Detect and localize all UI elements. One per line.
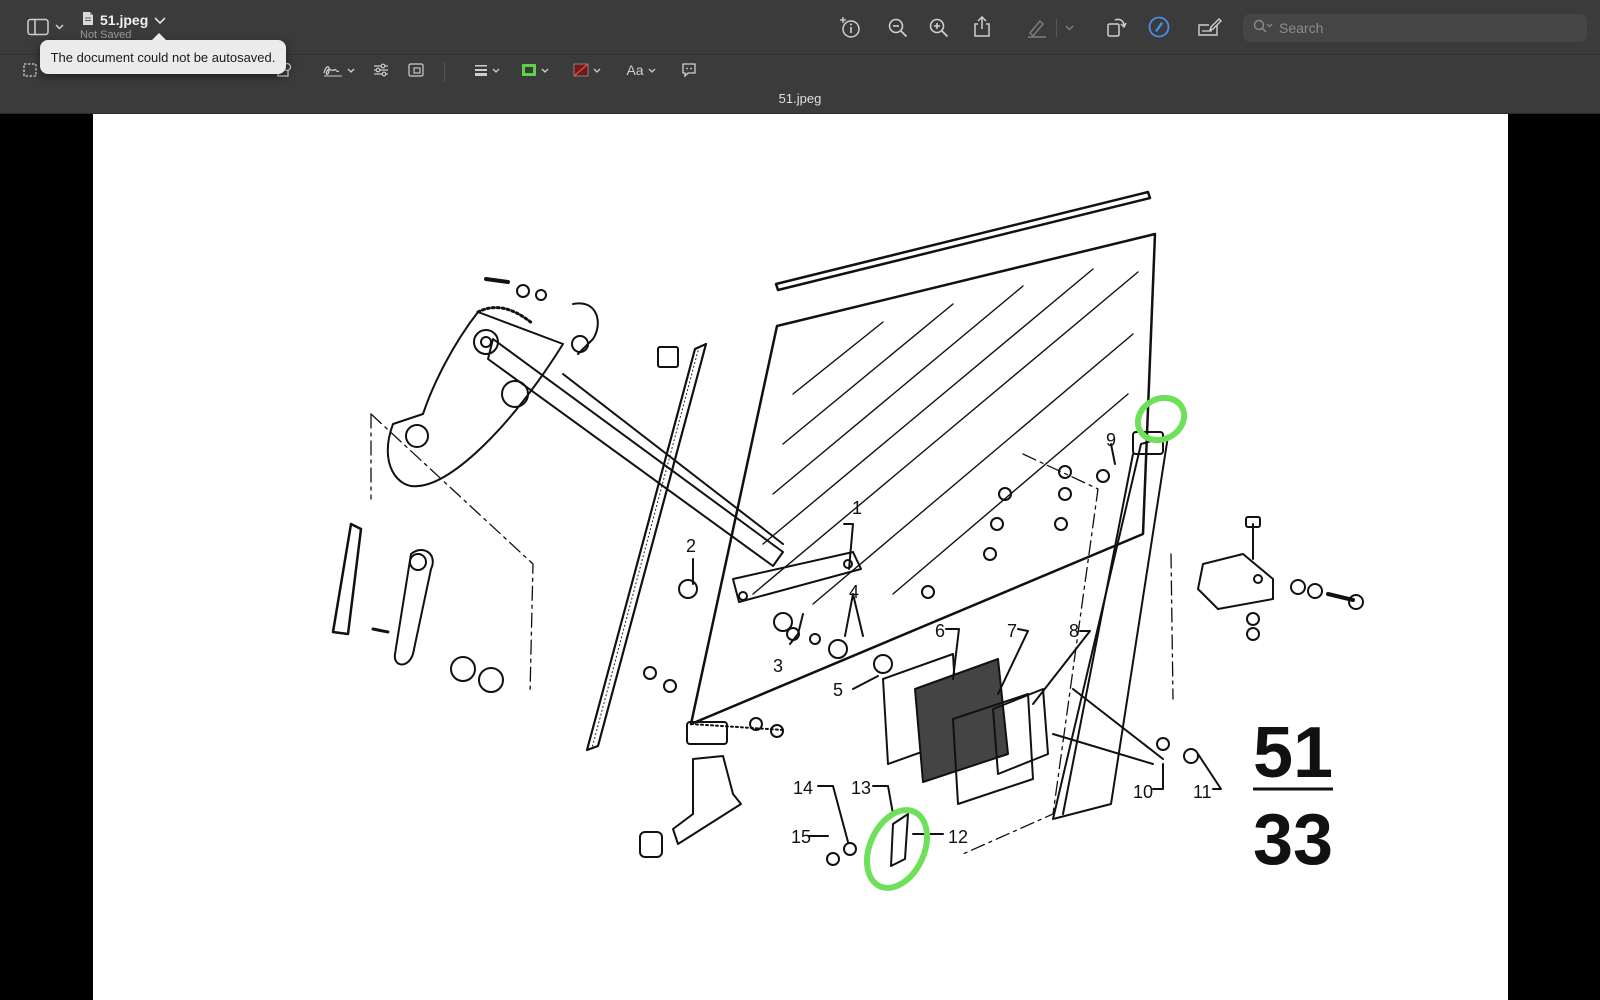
rear-bracket	[1197, 553, 1274, 610]
part-label-5: 5	[833, 680, 843, 700]
part-label-12: 12	[948, 827, 968, 847]
part-label-13: 13	[851, 778, 871, 798]
part-label-10: 10	[1133, 782, 1153, 802]
rotate-button[interactable]	[1102, 13, 1130, 41]
rect-selection-button[interactable]	[20, 60, 40, 80]
guide-block	[686, 721, 728, 745]
toolbar-row-main: 51.jpeg Not Saved	[0, 0, 1600, 54]
sidebar-toggle-button[interactable]	[22, 14, 68, 40]
document-status: Not Saved	[80, 29, 132, 41]
sliders-icon	[373, 63, 389, 77]
regulator-arm	[487, 338, 784, 567]
fill-color-chevron-icon	[593, 68, 601, 73]
document-icon	[82, 11, 94, 29]
part-label-1: 1	[852, 498, 862, 518]
glass-hatching	[752, 268, 1139, 605]
group-number-top: 51	[1253, 713, 1333, 793]
fill-color-swatch-icon	[573, 63, 589, 77]
toolbar-divider	[0, 54, 1600, 55]
autosave-tooltip: The document could not be autosaved.	[40, 33, 286, 74]
text-style-button[interactable]: Aa	[622, 58, 660, 82]
part-2-bolt	[678, 579, 698, 599]
autosave-tooltip-text: The document could not be autosaved.	[50, 49, 276, 65]
highlight-ellipse-bottom	[864, 807, 930, 891]
highlight-pen-icon	[1026, 18, 1048, 38]
regulator-gear-plate	[386, 311, 564, 488]
share-button[interactable]	[968, 13, 996, 41]
front-channel-strip	[585, 342, 708, 752]
border-color-button[interactable]	[518, 58, 552, 82]
window-crank-arm	[393, 549, 434, 666]
fill-color-button[interactable]	[570, 58, 604, 82]
annotate-icon	[1197, 16, 1223, 38]
document-menu-chevron-icon	[154, 12, 166, 28]
zoom-out-button[interactable]	[884, 14, 912, 42]
markup-button[interactable]	[1144, 13, 1174, 41]
part-label-15: 15	[791, 827, 811, 847]
clip-part	[657, 346, 679, 368]
window-crank-knob	[331, 522, 363, 636]
image-page: 1 2 3 4 5 6 7 8 9 10 11 12 13 14 15 51 3…	[93, 114, 1508, 1000]
text-style-chevron-icon	[648, 68, 656, 73]
part-label-2: 2	[686, 536, 696, 556]
share-icon	[973, 16, 991, 38]
guide-plate-7	[952, 693, 1034, 805]
border-color-chevron-icon	[541, 68, 549, 73]
lift-channel	[732, 551, 862, 603]
search-field[interactable]	[1243, 14, 1587, 42]
zoom-in-button[interactable]	[925, 14, 953, 42]
adjust-size-button[interactable]	[405, 60, 427, 80]
signature-icon	[322, 62, 344, 78]
annotate-button[interactable]	[1194, 13, 1226, 41]
part-label-9: 9	[1106, 430, 1116, 450]
part-label-8: 8	[1069, 621, 1079, 641]
group-number-bottom: 33	[1253, 800, 1333, 880]
line-style-button[interactable]	[470, 58, 504, 82]
guide-plate-felt	[914, 658, 1009, 783]
rect-selection-icon	[22, 62, 38, 78]
adjust-color-button[interactable]	[370, 60, 392, 80]
search-icon	[1253, 19, 1273, 38]
window-glass	[689, 232, 1157, 726]
toolbar-separator	[444, 62, 445, 82]
info-icon	[838, 17, 862, 39]
info-button[interactable]	[836, 14, 864, 42]
zoom-in-icon	[929, 18, 949, 38]
search-input[interactable]	[1279, 20, 1579, 36]
document-title-menu[interactable]: 51.jpeg	[82, 11, 166, 29]
rotate-icon	[1105, 16, 1127, 38]
document-name: 51.jpeg	[100, 12, 149, 28]
highlight-button[interactable]	[1024, 14, 1076, 42]
resize-icon	[408, 63, 424, 77]
markup-icon	[1148, 16, 1170, 38]
part-label-11: 11	[1193, 782, 1212, 802]
chevron-down-icon	[54, 24, 64, 30]
part-label-14: 14	[793, 778, 813, 798]
line-style-chevron-icon	[492, 68, 500, 73]
part-label-3: 3	[773, 656, 783, 676]
highlight-ellipse-top	[1134, 394, 1188, 444]
border-color-swatch-icon	[521, 63, 537, 77]
window-title: 51.jpeg	[778, 91, 822, 106]
highlight-chevron-icon	[1065, 25, 1074, 31]
part-label-7: 7	[1007, 621, 1017, 641]
part-label-6: 6	[935, 621, 945, 641]
top-weatherstrip	[774, 190, 1152, 292]
toolbar-row-markup: Aa	[0, 54, 1600, 88]
exploded-parts-diagram: 1 2 3 4 5 6 7 8 9 10 11 12 13 14 15 51 3…	[331, 190, 1364, 891]
sign-chevron-icon	[347, 68, 355, 73]
text-style-label: Aa	[626, 62, 644, 78]
sign-button[interactable]	[318, 58, 358, 82]
part-label-4: 4	[849, 582, 859, 602]
note-button[interactable]	[678, 59, 700, 81]
zoom-out-icon	[888, 18, 908, 38]
speech-bubble-icon	[681, 62, 697, 78]
lower-bracket	[672, 755, 742, 845]
line-style-icon	[474, 64, 488, 76]
sidebar-icon	[26, 18, 51, 36]
